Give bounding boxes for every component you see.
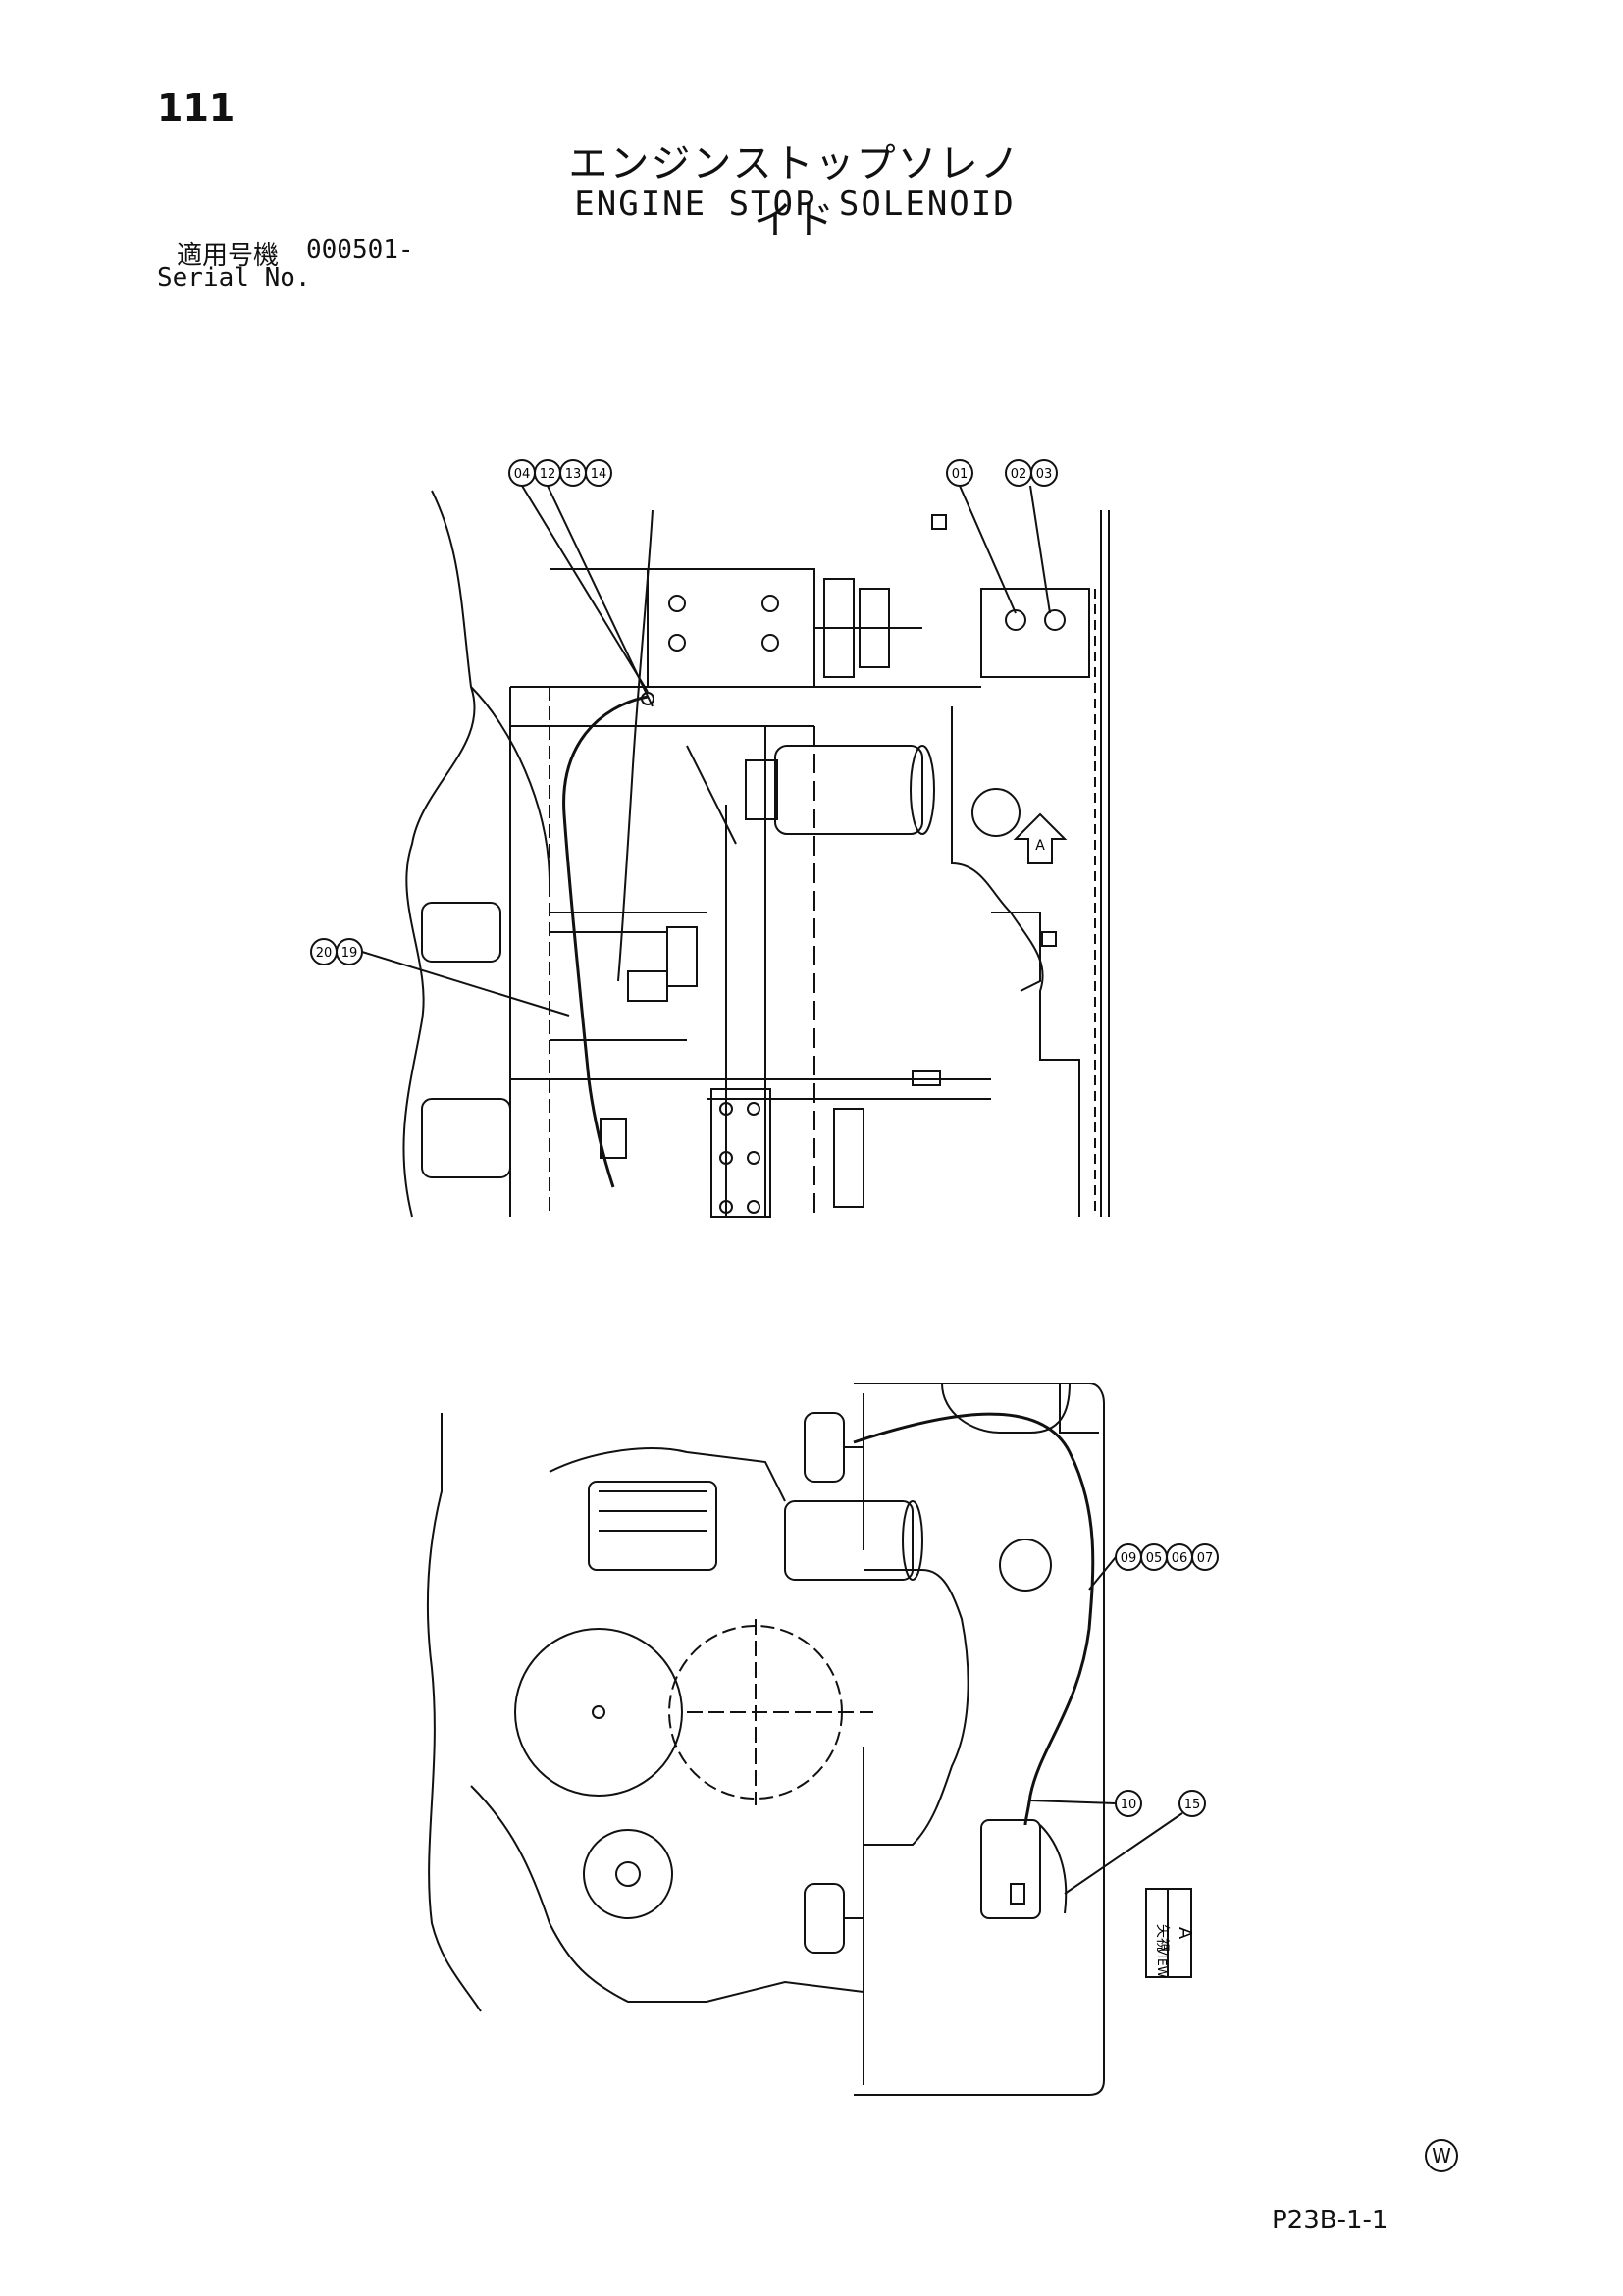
serial-label-jp: 適用号機: [177, 241, 280, 271]
bottom-callout-15-group: 15: [1064, 1790, 1206, 1895]
top-callouts-group1: 04 12 13 14: [508, 459, 654, 707]
view-a-label: 矢視 VIEW A: [1154, 1924, 1195, 1978]
serial-label-en: Serial No.: [157, 263, 311, 292]
bottom-callout-10-group: 10: [1029, 1790, 1142, 1817]
bottom-callout-09: 09: [1121, 1551, 1137, 1566]
bottom-view-lines: [426, 1383, 1192, 2096]
top-callout-12: 12: [540, 467, 556, 482]
view-label-letter: A: [1175, 1927, 1195, 1940]
top-callout-02: 02: [1011, 467, 1027, 482]
arrow-a-label: A: [1035, 838, 1045, 854]
page-code: P23B-1-1: [1272, 2206, 1388, 2235]
bottom-callout-05: 05: [1146, 1551, 1163, 1566]
bottom-callout-10: 10: [1121, 1798, 1137, 1812]
view-label-en: VIEW: [1155, 1947, 1169, 1977]
top-callout-03: 03: [1036, 467, 1053, 482]
w-mark: W: [1425, 2139, 1458, 2172]
bottom-callout-06: 06: [1172, 1551, 1188, 1566]
top-callout-01: 01: [952, 467, 969, 482]
top-callout-19: 19: [341, 946, 358, 961]
page-title-jp: エンジンストップソレノイド: [568, 141, 1021, 243]
view-label-jp: 矢視: [1154, 1924, 1170, 1952]
page-title-en: ENGINE STOP SOLENOID: [574, 184, 1016, 224]
top-callout-20: 20: [316, 946, 333, 961]
top-view-lines: [402, 490, 1110, 1218]
top-callouts-group3: 20 19: [310, 938, 570, 1017]
page-number: 111: [157, 86, 236, 130]
bottom-callouts-group1: 09 05 06 07: [1088, 1543, 1219, 1591]
serial-value: 000501-: [306, 235, 414, 265]
top-callouts-group2: 01 02 03: [946, 459, 1058, 614]
top-callout-04: 04: [514, 467, 531, 482]
bottom-callout-15: 15: [1184, 1798, 1201, 1812]
top-callout-14: 14: [591, 467, 607, 482]
top-callout-13: 13: [565, 467, 582, 482]
bottom-callout-07: 07: [1197, 1551, 1214, 1566]
